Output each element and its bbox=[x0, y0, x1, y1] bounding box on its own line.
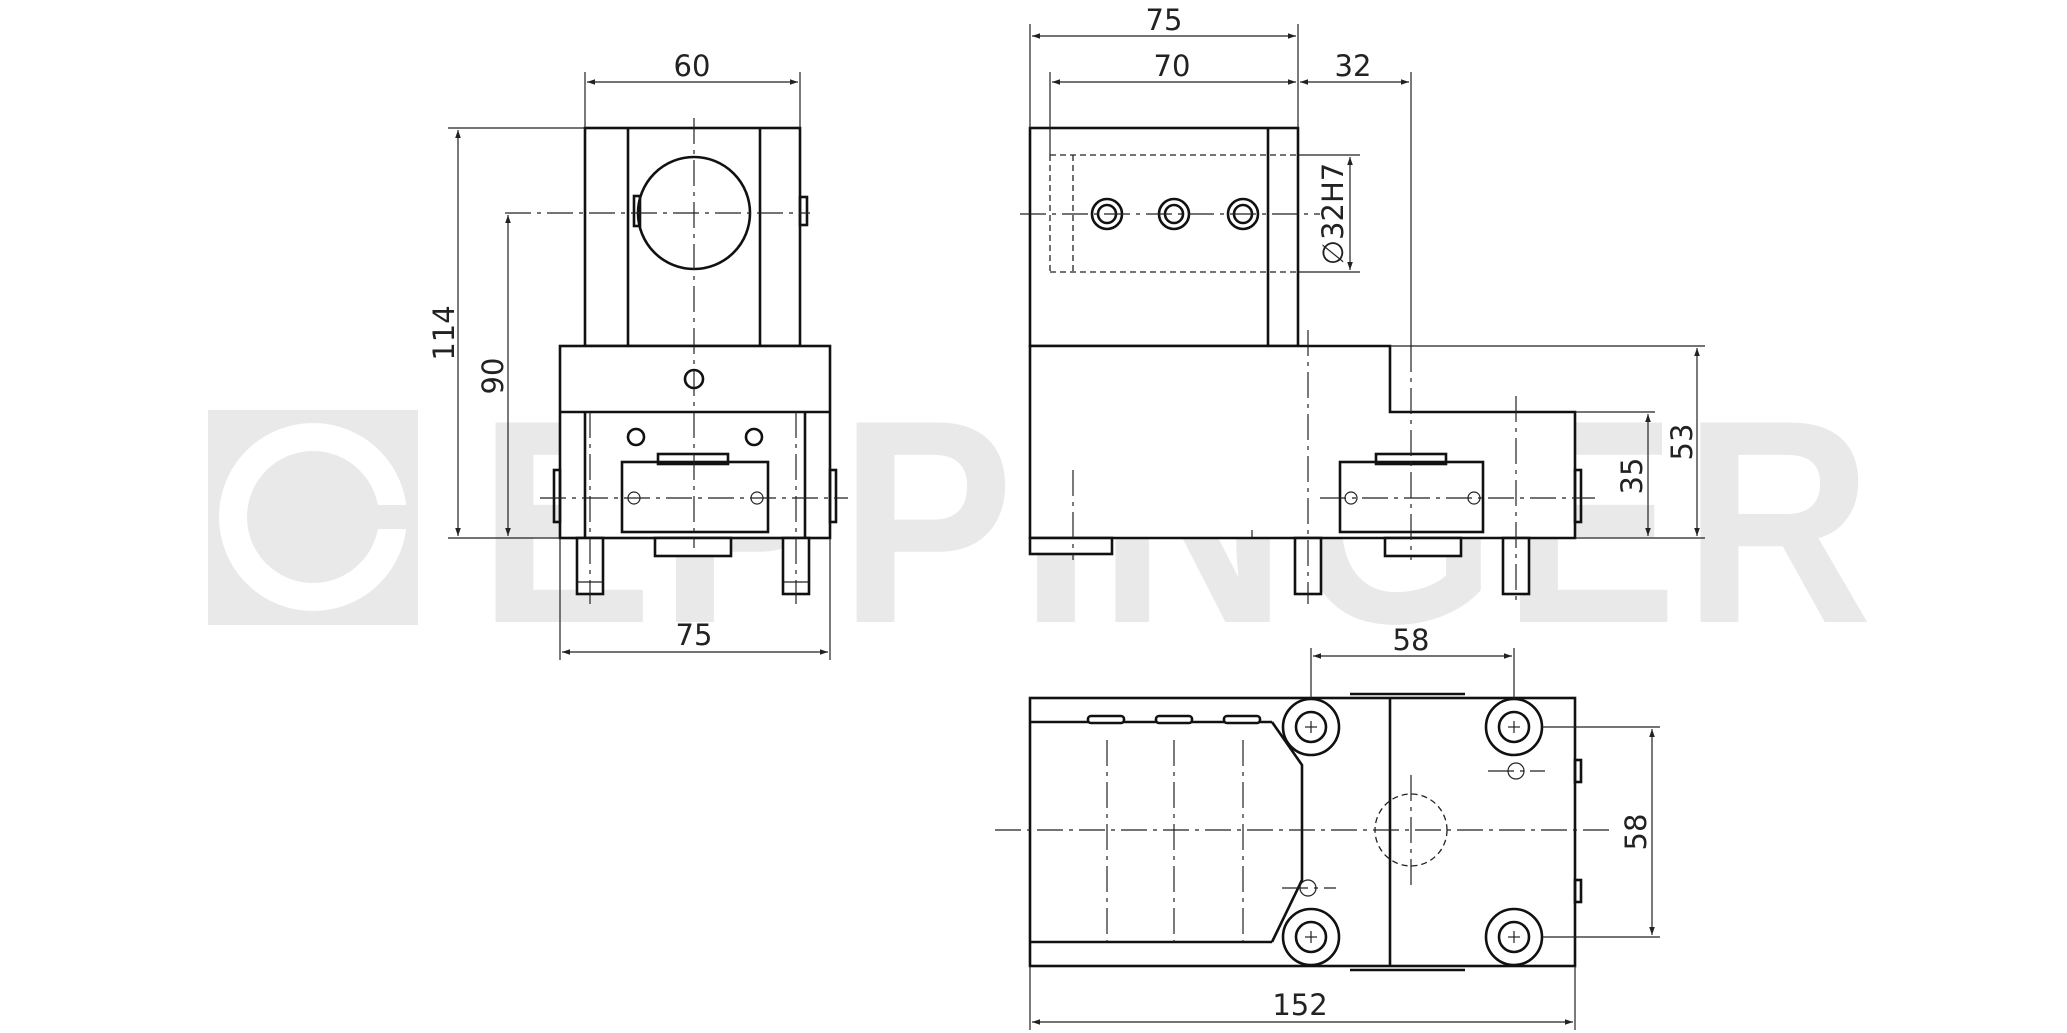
side-end-tab bbox=[1573, 468, 1583, 524]
top-slot-3 bbox=[1222, 714, 1262, 725]
side-label-35: 35 bbox=[1615, 458, 1649, 495]
side-label-70: 70 bbox=[1154, 49, 1191, 83]
side-label-53: 53 bbox=[1665, 424, 1699, 461]
front-side-tab-right bbox=[828, 468, 838, 524]
top-label-152: 152 bbox=[1272, 988, 1327, 1022]
front-upper-block bbox=[583, 126, 802, 348]
front-label-90: 90 bbox=[476, 358, 510, 395]
front-clamp-plate bbox=[620, 460, 770, 534]
front-label-60: 60 bbox=[674, 49, 711, 83]
front-label-75: 75 bbox=[676, 618, 713, 652]
top-bolt-bottom-right bbox=[1484, 907, 1544, 967]
top-end-tab-2 bbox=[1573, 878, 1583, 904]
top-bolt-top-right bbox=[1484, 697, 1544, 757]
top-end-tab-1 bbox=[1573, 758, 1583, 784]
side-upper-block bbox=[1028, 126, 1300, 348]
top-bolt-bottom-left bbox=[1281, 907, 1341, 967]
top-slot-2 bbox=[1154, 714, 1194, 725]
front-side-tab-left bbox=[552, 468, 562, 524]
side-screw-3 bbox=[1226, 197, 1260, 231]
top-bolt-top-left bbox=[1281, 697, 1341, 757]
top-view: 58 58 152 bbox=[995, 623, 1660, 1030]
top-slot-1 bbox=[1086, 714, 1126, 725]
front-clamp-nub bbox=[656, 452, 730, 466]
side-view: 75 70 32 ∅32H7 53 35 bbox=[1020, 3, 1705, 604]
side-foot bbox=[1028, 536, 1114, 556]
side-label-32: 32 bbox=[1335, 49, 1372, 83]
side-label-dia: ∅32H7 bbox=[1316, 163, 1350, 265]
side-bore-hidden bbox=[1049, 154, 1298, 273]
front-screw-right bbox=[744, 427, 764, 447]
watermark-logo-bar bbox=[300, 505, 418, 529]
front-view: 60 114 90 75 bbox=[427, 49, 848, 660]
top-label-58v: 58 bbox=[1619, 814, 1653, 851]
side-bottom-tab bbox=[1383, 536, 1463, 558]
front-label-114: 114 bbox=[427, 305, 461, 360]
top-label-58h: 58 bbox=[1393, 623, 1430, 657]
front-bottom-tab bbox=[653, 536, 733, 558]
front-set-screw-left bbox=[632, 194, 642, 228]
side-label-75: 75 bbox=[1146, 3, 1183, 37]
front-set-screw-right bbox=[798, 195, 809, 227]
front-screw-left bbox=[626, 427, 646, 447]
